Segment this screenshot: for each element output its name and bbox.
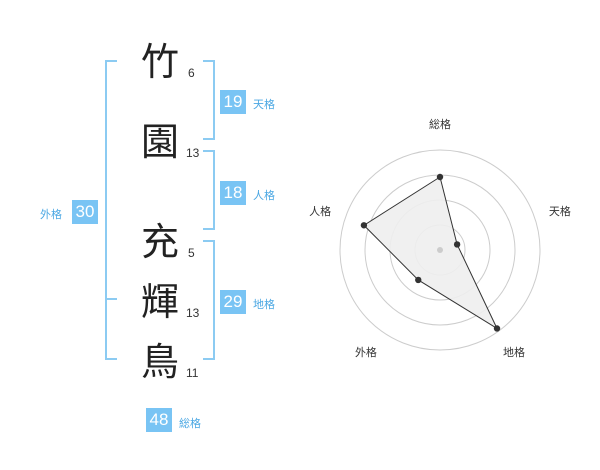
radar-ring-4 (339, 149, 541, 351)
name-char-3: 充 (140, 220, 179, 264)
tenkaku-badge: 19 (220, 90, 246, 114)
tenkaku-bracket (203, 60, 215, 140)
stroke-count-2: 13 (186, 146, 200, 160)
name-char-2: 園 (140, 120, 179, 164)
radar-axis-label-1: 総格 (429, 117, 451, 131)
radar-point-3 (493, 325, 501, 332)
chikaku-label: 地格 (253, 298, 275, 311)
soukaku-badge: 48 (146, 408, 172, 432)
name-char-4: 輝 (140, 280, 179, 324)
radar-axis-label-2: 天格 (549, 204, 571, 218)
stroke-count-3: 5 (188, 246, 195, 260)
name-char-5: 鳥 (140, 340, 179, 384)
soukaku-label: 総格 (179, 417, 201, 430)
gaikaku-badge: 30 (72, 200, 98, 224)
radar-point-5 (360, 222, 368, 229)
stroke-count-1: 6 (188, 66, 195, 80)
gaikaku-label: 外格 (40, 208, 62, 221)
name-char-1: 竹 (140, 40, 179, 84)
stroke-count-4: 13 (186, 306, 200, 320)
radar-axis-label-4: 外格 (355, 345, 377, 359)
stroke-count-5: 11 (186, 366, 199, 380)
jinkaku-label: 人格 (253, 189, 275, 202)
chikaku-bracket (203, 240, 215, 360)
radar-point-1 (436, 173, 444, 181)
radar-axis-label-5: 人格 (309, 204, 331, 218)
radar-point-2 (453, 241, 461, 248)
jinkaku-badge: 18 (220, 181, 246, 205)
jinkaku-bracket (203, 150, 215, 230)
radar-point-4 (415, 276, 422, 284)
gaikaku-divider-tick (105, 298, 117, 300)
radar-axis-label-3: 地格 (503, 345, 525, 359)
radar-polygon (363, 176, 499, 330)
gaikaku-bracket (105, 60, 117, 360)
tenkaku-label: 天格 (253, 98, 275, 111)
radar-center-dot (437, 247, 443, 253)
chikaku-badge: 29 (220, 290, 246, 314)
